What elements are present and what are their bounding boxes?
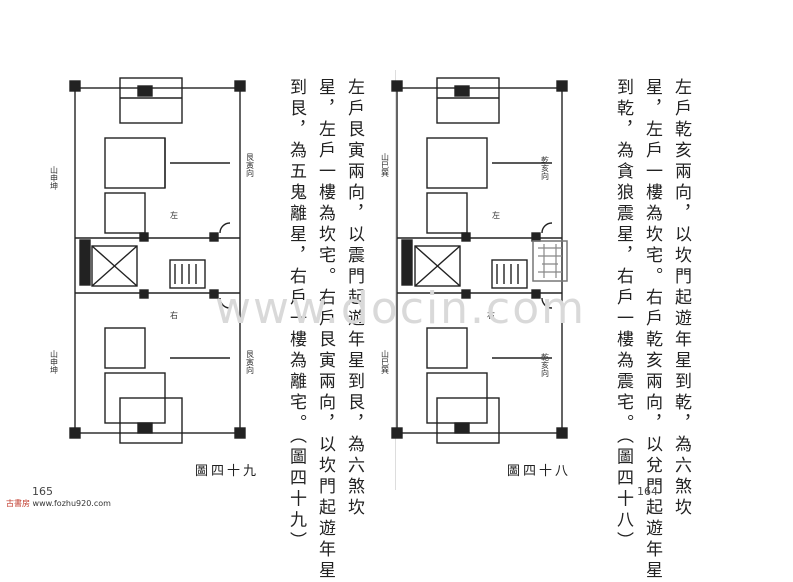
- plan-label-left-top: 山巳巽: [381, 152, 390, 178]
- plan-label-left-top: 山申坤: [50, 165, 59, 191]
- book-spine: [395, 70, 396, 490]
- figure-caption: 圖四十八: [507, 464, 572, 479]
- left-page: 山申坤 山申坤 艮寅向 艮寅向 左 右 左戶艮寅兩向，以震門起遊年星到艮，為六煞…: [0, 0, 396, 582]
- footer-brand: 古書房: [6, 499, 30, 508]
- text-column: 星，左戶一樓為坎宅。右戶乾亥兩向，以兌門起遊年星: [642, 78, 662, 582]
- footer-site-credit: 古書房 www.fozhu920.com: [6, 498, 111, 509]
- footer-site-url: www.fozhu920.com: [32, 499, 111, 508]
- plan-label-right-bottom: 艮寅向: [246, 350, 255, 374]
- plan-label-left-unit: 左: [170, 210, 178, 220]
- plan-label-right-unit: 右: [487, 310, 495, 320]
- figure-caption: 圖四十九: [195, 464, 260, 479]
- right-page-body-text: 左戶乾亥兩向，以坎門起遊年星到乾，為六煞坎 星，左戶一樓為坎宅。右戶乾亥兩向，以…: [612, 78, 691, 582]
- plan-label-right-top: 艮寅向: [246, 153, 255, 177]
- plan-label-right-bottom: 乾亥向: [541, 352, 550, 377]
- text-column: 到乾，為貪狼震星，右戶一樓為震宅。（圖四十八）: [613, 78, 633, 553]
- page-number: 165: [32, 485, 53, 498]
- floor-plan-figure-48: 山巳巽 山巳巽 乾亥向 乾亥向 左 右: [381, 77, 568, 444]
- text-column: 左戶艮寅兩向，以震門起遊年星到艮，為六煞坎: [344, 78, 364, 519]
- plan-label-left-bottom: 山巳巽: [381, 349, 390, 375]
- page-number: 164: [637, 485, 658, 498]
- plan-label-left-unit: 左: [492, 210, 500, 220]
- right-page: 山巳巽 山巳巽 乾亥向 乾亥向 左 右 左戶乾亥兩向，以坎門起遊年星到乾，為六煞…: [381, 0, 793, 582]
- plan-label-right-top: 乾亥向: [541, 155, 550, 180]
- plan-label-left-bottom: 山申坤: [50, 349, 59, 375]
- plan-label-right-unit: 右: [170, 310, 178, 320]
- floor-plan-figure-49: 山申坤 山申坤 艮寅向 艮寅向 左 右: [50, 77, 255, 444]
- text-column: 左戶乾亥兩向，以坎門起遊年星到乾，為六煞坎: [671, 78, 691, 519]
- left-page-body-text: 左戶艮寅兩向，以震門起遊年星到艮，為六煞坎 星，左戶一樓為坎宅。右戶艮寅兩向，以…: [285, 78, 364, 582]
- seal-stamp-icon: [532, 240, 568, 282]
- text-column: 到艮，為五鬼離星，右戶一樓為離宅。（圖四十九）: [286, 78, 306, 553]
- text-column: 星，左戶一樓為坎宅。右戶艮寅兩向，以坎門起遊年星: [315, 78, 335, 582]
- watermark: www.docin.com: [215, 283, 587, 334]
